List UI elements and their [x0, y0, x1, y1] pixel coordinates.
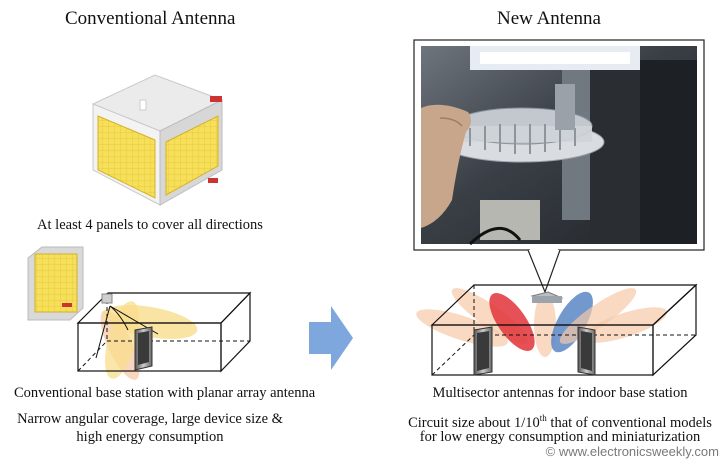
- caption-panels: At least 4 panels to cover all direction…: [37, 217, 263, 233]
- caption-drawback-1: Narrow angular coverage, large device si…: [17, 411, 283, 427]
- phone-icon: [134, 326, 153, 371]
- caption-benefit-1-sup: th: [539, 413, 547, 423]
- antenna-photo: [413, 39, 705, 294]
- phone-icon-right: [577, 326, 596, 376]
- multisector-room-box: [416, 283, 698, 377]
- caption-drawback-2: high energy consumption: [76, 429, 224, 445]
- single-panel: [27, 246, 84, 321]
- caption-benefit-1-prefix: Circuit size about 1/10: [408, 414, 540, 431]
- caption-benefit-1-suffix: that of conventional models: [546, 414, 712, 431]
- array-panel-right: [165, 115, 219, 196]
- phone-icon-left: [473, 326, 493, 376]
- conventional-room-box: [76, 291, 252, 380]
- array-panel-left: [97, 115, 156, 199]
- transition-arrow: [309, 306, 353, 370]
- caption-benefit-1: Circuit size about 1/10th that of conven…: [400, 409, 720, 432]
- panel-cube: [91, 74, 224, 206]
- left-title: Conventional Antenna: [65, 8, 236, 29]
- caption-benefit-2: for low energy consumption and miniaturi…: [419, 429, 701, 445]
- caption-multisector-station: Multisector antennas for indoor base sta…: [432, 385, 688, 401]
- right-title: New Antenna: [497, 8, 601, 29]
- watermark: © www.electronicsweekly.com: [545, 444, 719, 459]
- caption-conventional-station: Conventional base station with planar ar…: [14, 385, 316, 401]
